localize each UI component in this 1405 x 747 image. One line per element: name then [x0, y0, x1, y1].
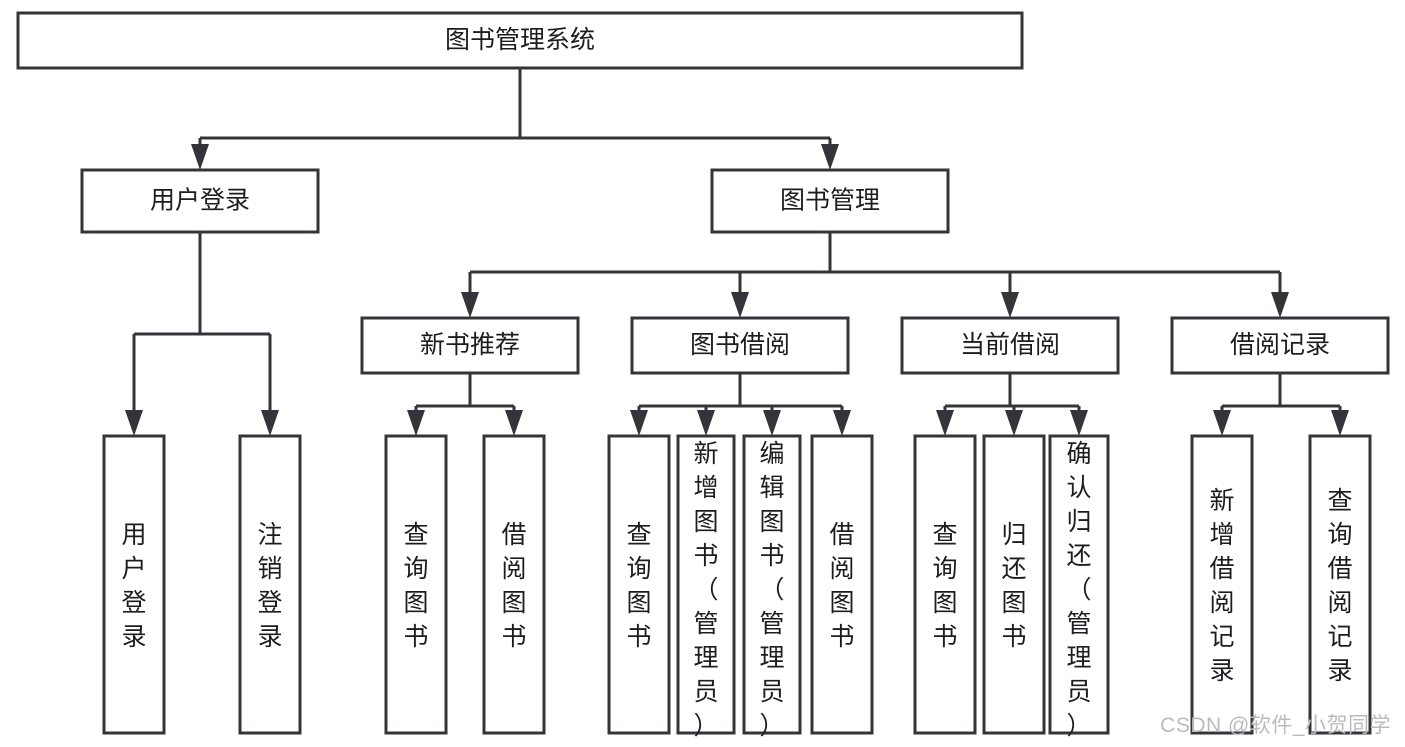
node-box-new-book-recommend[interactable]	[360, 316, 580, 375]
node-label-leaf-user-logout: 注销登录	[257, 521, 282, 651]
node-box-borrow-record[interactable]	[1170, 316, 1390, 375]
node-box-book-borrow[interactable]	[630, 316, 850, 375]
arrow-to-leaf-add-borrow-record	[1213, 410, 1231, 436]
node-box-current-borrow[interactable]	[900, 316, 1120, 375]
node-label-leaf-edit-book-admin: 编辑图书（管理员）	[759, 440, 784, 740]
node-label-current-borrow: 当前借阅	[960, 331, 1060, 359]
node-box-leaf-confirm-return-admin[interactable]	[1048, 434, 1110, 735]
node-label-leaf-query-book-rec: 查询图书	[403, 521, 428, 651]
node-label-user-login: 用户登录	[150, 187, 250, 215]
arrow-to-leaf-query-book-bor	[630, 410, 648, 436]
connectors-layer	[125, 68, 1349, 436]
node-label-leaf-query-book-cur: 查询图书	[932, 521, 957, 651]
node-box-leaf-query-book-bor[interactable]	[607, 434, 671, 735]
node-box-leaf-query-book-rec[interactable]	[384, 434, 448, 735]
node-leaf-add-borrow-record[interactable]: 新增借阅记录	[1190, 434, 1254, 735]
arrow-to-leaf-add-book-admin	[697, 410, 715, 436]
arrow-to-leaf-borrow-book-rec	[505, 410, 523, 436]
node-leaf-confirm-return-admin[interactable]: 确认归还（管理员）	[1048, 434, 1110, 740]
node-label-leaf-return-book: 归还图书	[1001, 521, 1026, 651]
arrow-to-borrow-record	[1271, 292, 1289, 318]
node-box-leaf-borrow-book-bor[interactable]	[810, 434, 874, 735]
node-leaf-add-book-admin[interactable]: 新增图书（管理员）	[676, 434, 736, 740]
node-box-user-login[interactable]	[80, 168, 320, 234]
node-box-leaf-return-book[interactable]	[982, 434, 1046, 735]
node-box-leaf-user-logout[interactable]	[238, 434, 302, 735]
arrow-to-user-login	[191, 144, 209, 170]
arrow-to-leaf-confirm-return-admin	[1070, 410, 1088, 436]
arrow-to-leaf-query-borrow-record	[1331, 410, 1349, 436]
node-box-leaf-user-login[interactable]	[102, 434, 166, 735]
arrow-to-new-book-recommend	[461, 292, 479, 318]
node-book-manage[interactable]: 图书管理	[710, 168, 950, 234]
node-current-borrow[interactable]: 当前借阅	[900, 316, 1120, 375]
arrow-to-leaf-borrow-book-bor	[833, 410, 851, 436]
node-label-leaf-add-book-admin: 新增图书（管理员）	[693, 440, 718, 740]
node-root[interactable]: 图书管理系统	[16, 11, 1024, 70]
node-leaf-edit-book-admin[interactable]: 编辑图书（管理员）	[742, 434, 802, 740]
arrow-to-leaf-query-book-rec	[407, 410, 425, 436]
node-label-book-manage: 图书管理	[780, 187, 880, 215]
arrow-to-leaf-query-book-cur	[936, 410, 954, 436]
node-label-leaf-borrow-book-bor: 借阅图书	[829, 521, 854, 651]
arrow-to-leaf-return-book	[1005, 410, 1023, 436]
node-leaf-query-book-cur[interactable]: 查询图书	[913, 434, 977, 735]
node-label-root: 图书管理系统	[445, 26, 595, 54]
watermark-text: CSDN @软件_小贺同学	[1160, 714, 1391, 737]
node-label-leaf-add-borrow-record: 新增借阅记录	[1209, 487, 1234, 685]
arrow-to-leaf-user-logout	[261, 410, 279, 436]
node-box-leaf-borrow-book-rec[interactable]	[482, 434, 546, 735]
node-leaf-return-book[interactable]: 归还图书	[982, 434, 1046, 735]
arrow-to-current-borrow	[1001, 292, 1019, 318]
node-leaf-borrow-book-rec[interactable]: 借阅图书	[482, 434, 546, 735]
node-box-root[interactable]	[16, 11, 1024, 70]
node-leaf-borrow-book-bor[interactable]: 借阅图书	[810, 434, 874, 735]
node-leaf-query-borrow-record[interactable]: 查询借阅记录	[1308, 434, 1372, 735]
node-leaf-user-login[interactable]: 用户登录	[102, 434, 166, 735]
node-leaf-query-book-rec[interactable]: 查询图书	[384, 434, 448, 735]
arrow-to-book-borrow	[731, 292, 749, 318]
node-box-book-manage[interactable]	[710, 168, 950, 234]
node-label-borrow-record: 借阅记录	[1230, 331, 1330, 359]
node-borrow-record[interactable]: 借阅记录	[1170, 316, 1390, 375]
node-box-leaf-query-borrow-record[interactable]	[1308, 434, 1372, 735]
node-label-new-book-recommend: 新书推荐	[420, 331, 520, 359]
node-label-leaf-query-book-bor: 查询图书	[626, 521, 651, 651]
node-leaf-query-book-bor[interactable]: 查询图书	[607, 434, 671, 735]
node-box-leaf-edit-book-admin[interactable]	[742, 434, 802, 735]
arrow-to-leaf-edit-book-admin	[763, 410, 781, 436]
node-label-book-borrow: 图书借阅	[690, 331, 790, 359]
node-label-leaf-query-borrow-record: 查询借阅记录	[1327, 487, 1352, 685]
node-label-leaf-borrow-book-rec: 借阅图书	[501, 521, 526, 651]
node-book-borrow[interactable]: 图书借阅	[630, 316, 850, 375]
nodes-layer: 图书管理系统用户登录图书管理新书推荐图书借阅当前借阅借阅记录用户登录注销登录查询…	[16, 11, 1390, 740]
arrow-to-leaf-user-login	[125, 410, 143, 436]
node-user-login[interactable]: 用户登录	[80, 168, 320, 234]
node-leaf-user-logout[interactable]: 注销登录	[238, 434, 302, 735]
node-box-leaf-add-borrow-record[interactable]	[1190, 434, 1254, 735]
arrow-to-book-manage	[821, 144, 839, 170]
node-box-leaf-query-book-cur[interactable]	[913, 434, 977, 735]
node-label-leaf-confirm-return-admin: 确认归还（管理员）	[1066, 440, 1091, 740]
node-new-book-recommend[interactable]: 新书推荐	[360, 316, 580, 375]
node-box-leaf-add-book-admin[interactable]	[676, 434, 736, 735]
node-label-leaf-user-login: 用户登录	[121, 521, 146, 651]
